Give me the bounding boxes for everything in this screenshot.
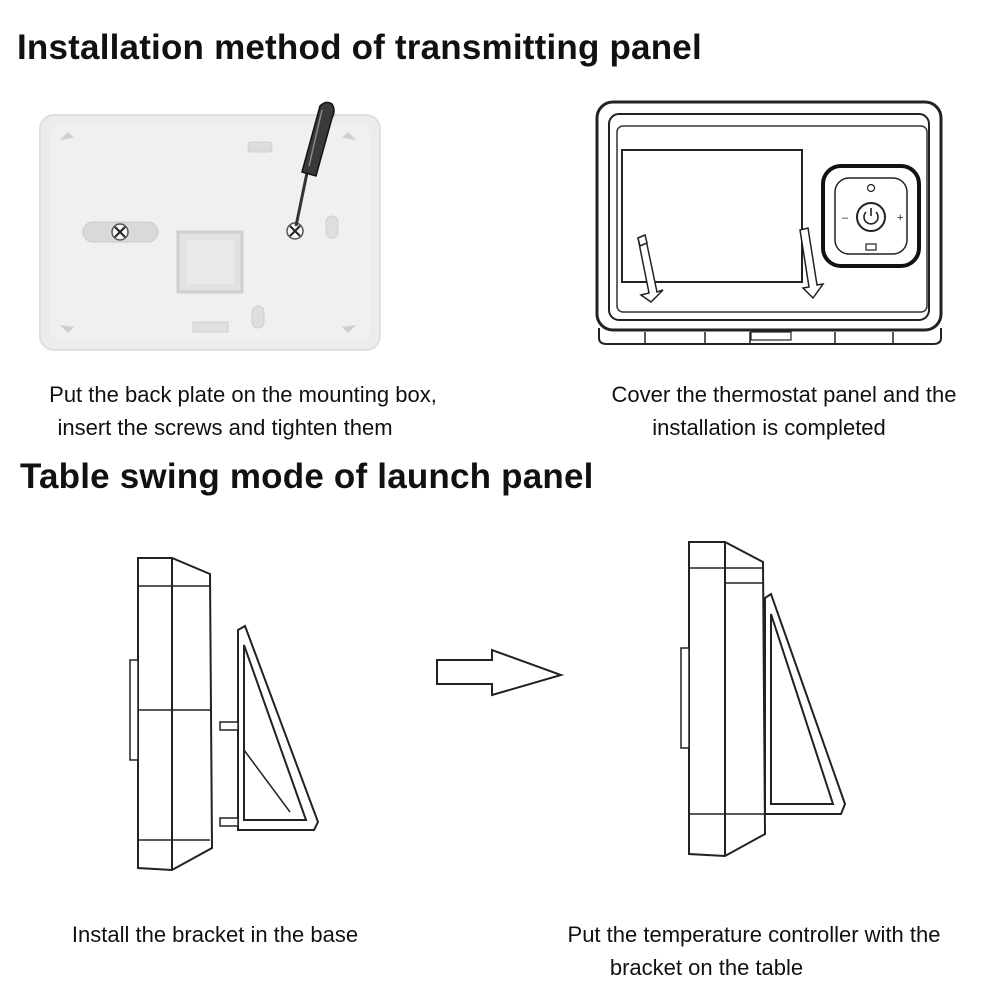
caption-table-line2: bracket on the table bbox=[609, 955, 804, 980]
right-arrow-icon bbox=[436, 648, 565, 697]
controller-with-bracket-before bbox=[129, 557, 320, 872]
caption-cover-line2: installation is completed bbox=[652, 415, 886, 440]
controller-with-bracket-after bbox=[680, 541, 847, 858]
svg-text:+: + bbox=[897, 212, 903, 224]
thermostat-panel-illustration: – + bbox=[595, 100, 943, 345]
svg-text:–: – bbox=[842, 212, 849, 224]
down-arrow-icon bbox=[799, 227, 825, 300]
caption-back-plate-line1: Put the back plate on the mounting box, bbox=[49, 382, 437, 407]
screwdriver-icon bbox=[294, 101, 335, 227]
caption-install-bracket: Install the bracket in the base bbox=[71, 922, 359, 947]
back-plate-illustration bbox=[39, 101, 381, 351]
down-arrow-icon bbox=[637, 233, 664, 303]
caption-back-plate-line2: insert the screws and tighten them bbox=[57, 415, 393, 440]
clock-icon bbox=[866, 183, 876, 193]
screw-icon bbox=[111, 223, 129, 241]
power-icon bbox=[856, 202, 886, 232]
section-heading-table-swing: Table swing mode of launch panel bbox=[20, 457, 594, 496]
caption-table-line1: Put the temperature controller with the bbox=[567, 922, 941, 947]
screw-icon bbox=[286, 222, 304, 240]
section-heading-installation: Installation method of transmitting pane… bbox=[17, 28, 702, 67]
book-icon bbox=[865, 243, 877, 251]
caption-cover-line1: Cover the thermostat panel and the bbox=[611, 382, 957, 407]
